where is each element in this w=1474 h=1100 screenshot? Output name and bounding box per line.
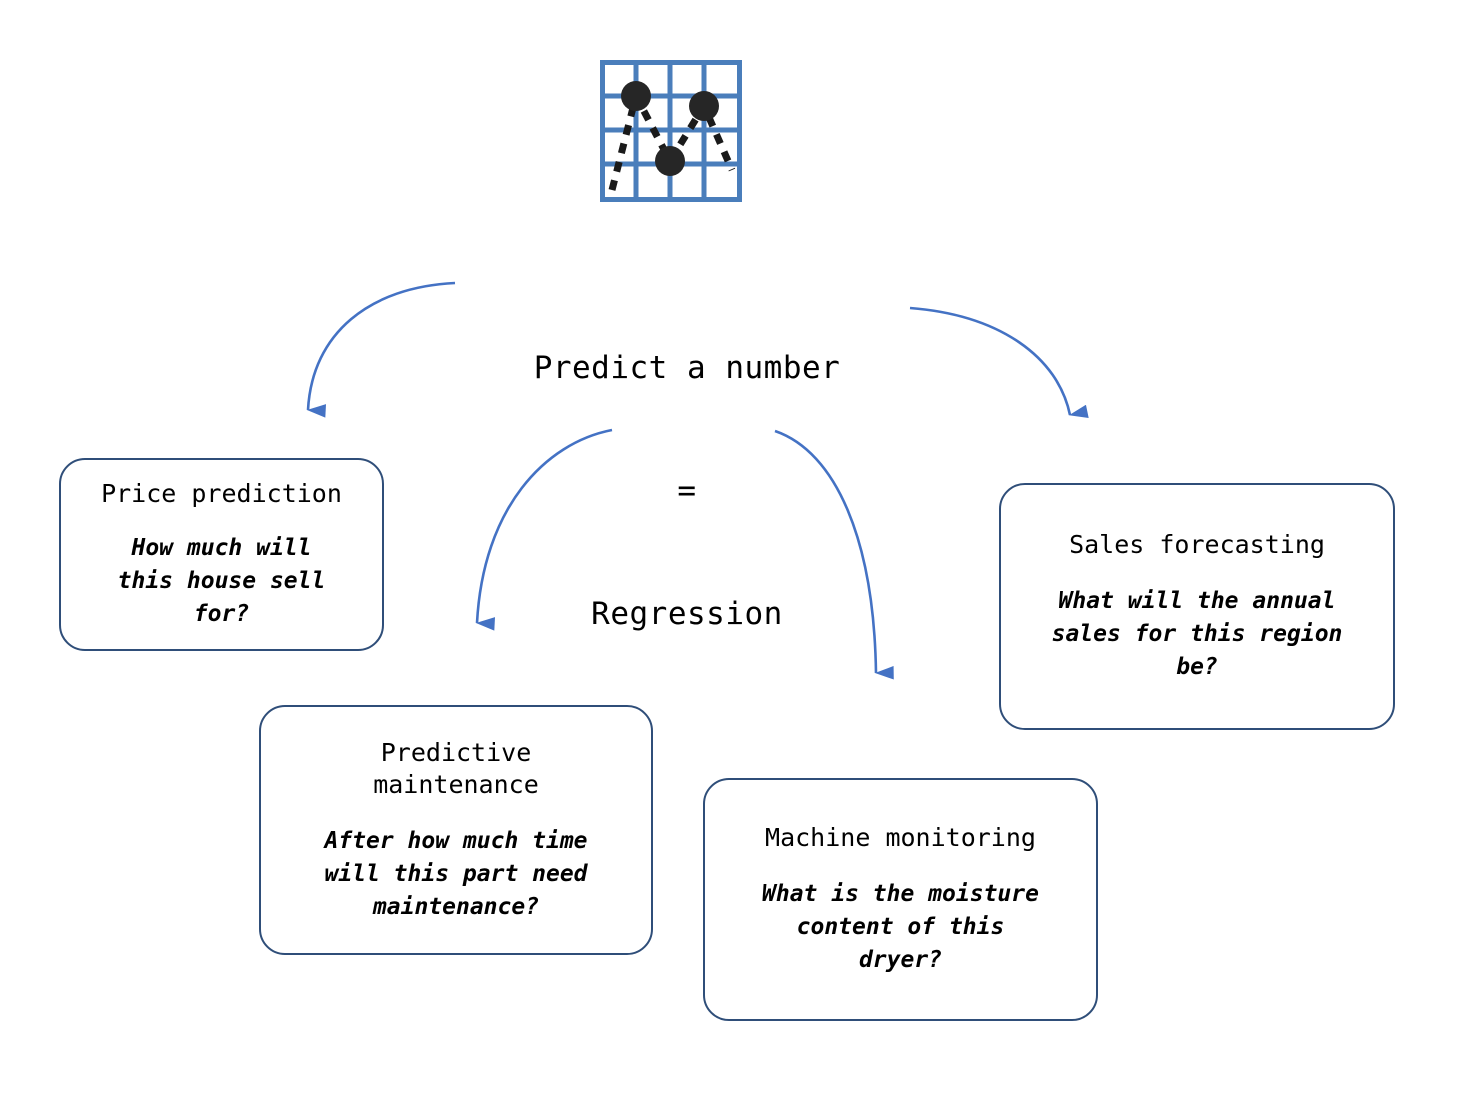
card-body: What will the annual sales for this regi… <box>1051 588 1343 680</box>
card-title: Price prediction <box>101 479 342 508</box>
card-machine-monitoring[interactable]: Machine monitoring What is the moisture … <box>703 778 1098 1021</box>
card-body: What is the moisture content of this dry… <box>762 881 1039 973</box>
card-price-prediction[interactable]: Price prediction How much will this hous… <box>59 458 384 651</box>
card-predictive-maintenance[interactable]: Predictive maintenance After how much ti… <box>259 705 653 955</box>
center-title-line-3: Regression <box>591 596 783 632</box>
arrow-to-price-prediction <box>306 281 456 418</box>
card-sales-forecasting[interactable]: Sales forecasting What will the annual s… <box>999 483 1395 730</box>
center-title: Predict a number = Regression <box>437 266 937 717</box>
card-title: Sales forecasting <box>1069 530 1325 559</box>
card-title: Machine monitoring <box>765 823 1036 852</box>
center-title-line-1: Predict a number <box>533 350 841 386</box>
center-title-line-2: = <box>677 473 697 509</box>
card-body: After how much time will this part need … <box>324 827 588 920</box>
line-chart-grid-icon <box>598 58 744 204</box>
card-body: How much will this house sell for? <box>117 535 326 627</box>
card-title: Predictive maintenance <box>373 737 539 799</box>
